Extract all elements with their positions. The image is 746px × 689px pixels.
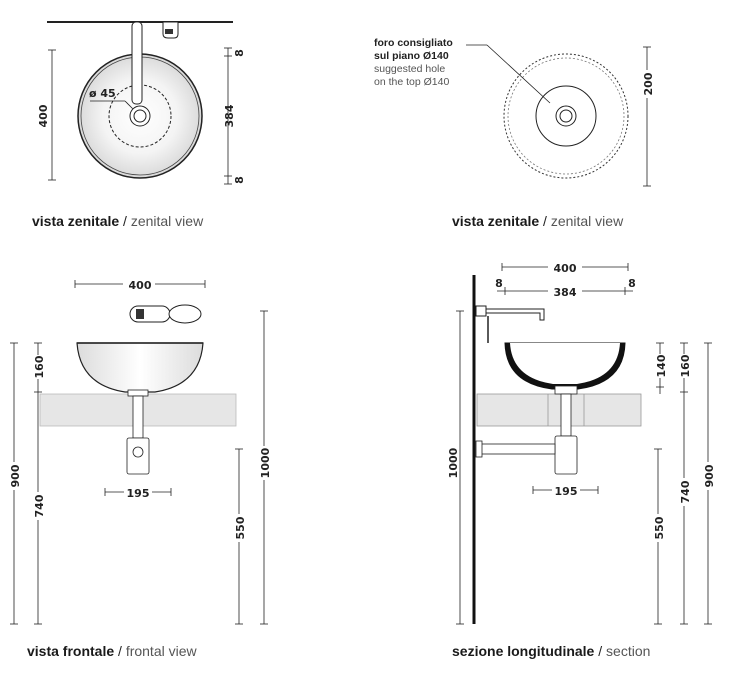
dim-trap: 195: [127, 487, 150, 500]
suggested-hole: [535, 85, 597, 147]
dim-550: 550: [653, 516, 666, 539]
dim-rim-bottom: 8: [233, 176, 246, 184]
bottle-trap: [554, 435, 578, 475]
note-it-line-1: foro consigliato: [374, 37, 453, 49]
note-en-line-1: suggested hole: [374, 63, 446, 75]
caption-en: zenital view: [130, 213, 204, 229]
dim-900: 900: [703, 464, 716, 487]
drain-inner: [559, 109, 573, 123]
dim-width: 400: [37, 104, 50, 127]
caption-en: zenital view: [550, 213, 624, 229]
section-view: 400 384 8 8 195 1000: [445, 260, 716, 625]
caption-separator: /: [594, 643, 607, 659]
basin-rim-dotted: [507, 57, 625, 175]
caption-top-left: vista zenitale / zenital view: [32, 213, 203, 229]
top-left-view: ø 45 400 8 384 8: [37, 21, 246, 185]
caption-en: frontal view: [125, 643, 197, 659]
dim-trap-550: 550: [234, 516, 247, 539]
drain-flange: [127, 389, 149, 397]
waste-pipe: [132, 395, 144, 439]
dim-rim-right: 8: [628, 277, 636, 290]
note-it-line-2: sul piano Ø140: [374, 50, 449, 62]
drain-inner: [133, 109, 147, 123]
tap-mount: [475, 305, 487, 317]
caption-front: vista frontale / frontal view: [27, 643, 197, 659]
dim-inner: 384: [223, 104, 236, 127]
dim-diameter: 200: [642, 72, 655, 95]
dim-160: 160: [679, 354, 692, 377]
dim-rim-top: 8: [233, 49, 246, 57]
dim-width: 400: [129, 279, 152, 292]
dim-counter-740: 740: [33, 494, 46, 517]
caption-separator: /: [114, 643, 126, 659]
tap-handle-detail: [165, 29, 173, 34]
waste-pipe: [560, 393, 572, 437]
tap-spout: [131, 21, 143, 105]
dim-140: 140: [655, 354, 668, 377]
front-view: 400 195 900 160 740: [7, 277, 272, 625]
caption-separator: /: [539, 213, 551, 229]
top-right-view: 200: [466, 44, 655, 187]
dim-inner: 384: [554, 286, 577, 299]
caption-separator: /: [119, 213, 131, 229]
dim-rim-left: 8: [495, 277, 503, 290]
countertop: [476, 393, 642, 427]
dim-trap: 195: [555, 485, 578, 498]
suggested-hole-note: foro consigliato sul piano Ø140 suggeste…: [374, 37, 453, 89]
basin-bowl: [76, 342, 204, 393]
caption-top-right: vista zenitale / zenital view: [452, 213, 623, 229]
tap-spout: [485, 308, 545, 321]
caption-section: sezione longitudinale / section: [452, 643, 650, 659]
dim-width: 400: [554, 262, 577, 275]
dim-740: 740: [679, 480, 692, 503]
note-en-line-2: on the top Ø140: [374, 76, 450, 88]
dim-total-900: 900: [9, 464, 22, 487]
dim-tap-1000: 1000: [259, 447, 272, 478]
dim-1000: 1000: [447, 447, 460, 478]
dim-hole: ø 45: [89, 87, 116, 100]
caption-it: vista zenitale: [32, 213, 120, 229]
caption-en: section: [606, 643, 651, 659]
trap-outlet-pipe: [477, 443, 556, 455]
caption-it: vista frontale: [27, 643, 115, 659]
dim-bowl-height: 160: [33, 355, 46, 378]
tap-handle: [168, 304, 202, 324]
drain-flange: [554, 385, 578, 395]
caption-it: sezione longitudinale: [452, 643, 595, 659]
basin-outline-dotted: [503, 53, 629, 179]
caption-it: vista zenitale: [452, 213, 540, 229]
